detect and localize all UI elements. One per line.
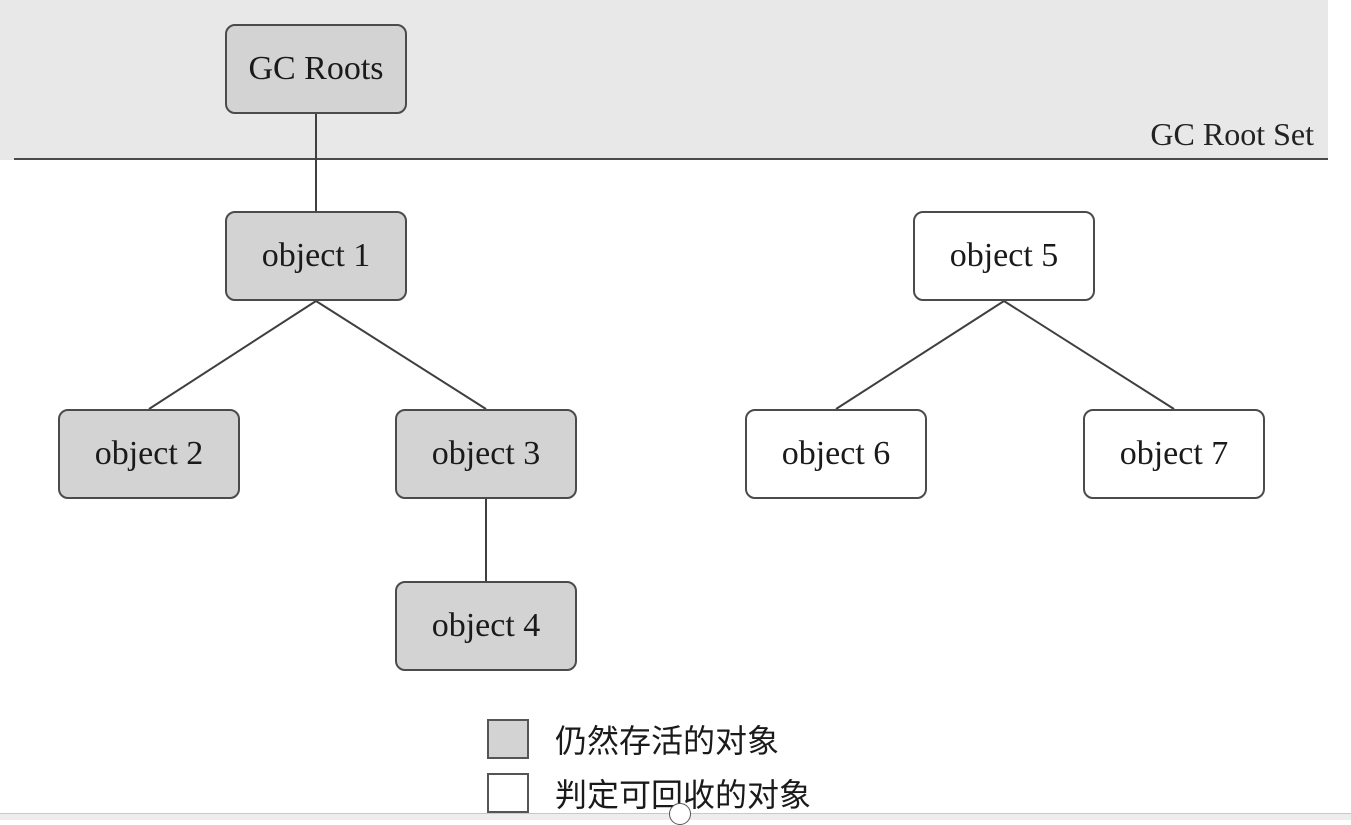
legend-live-item: 仍然存活的对象 <box>487 716 779 762</box>
edge-o5-o7 <box>1003 300 1175 410</box>
object-3-node: object 3 <box>395 409 577 499</box>
legend-dead-item: 判定可回收的对象 <box>487 770 811 816</box>
object-4-node: object 4 <box>395 581 577 671</box>
object-5-node: object 5 <box>913 211 1095 301</box>
legend-live-swatch <box>487 719 529 759</box>
object-1-node: object 1 <box>225 211 407 301</box>
root-set-boundary-line <box>14 158 1328 160</box>
root-set-label: GC Root Set <box>1150 116 1314 152</box>
object-6-node: object 6 <box>745 409 927 499</box>
object-2-node: object 2 <box>58 409 240 499</box>
object-7-node: object 7 <box>1083 409 1265 499</box>
gc-roots-node: GC Roots <box>225 24 407 114</box>
edge-o1-o2 <box>148 300 317 410</box>
legend-live-label: 仍然存活的对象 <box>555 722 780 760</box>
legend-dead-swatch <box>487 773 529 813</box>
gc-root-set-region <box>0 0 1328 160</box>
edge-o5-o6 <box>835 300 1005 410</box>
resize-handle-icon[interactable] <box>669 803 691 825</box>
edge-o1-o3 <box>315 300 487 410</box>
